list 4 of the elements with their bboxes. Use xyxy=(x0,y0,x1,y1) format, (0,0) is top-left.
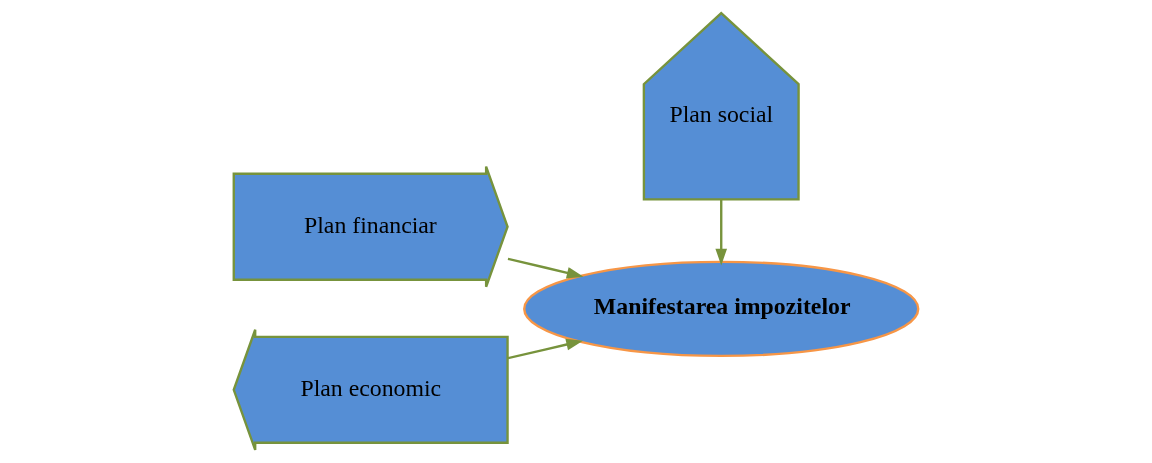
arrow xyxy=(507,257,584,279)
arrow xyxy=(715,199,728,266)
arrow xyxy=(507,338,583,360)
node-ellipse: Manifestarea impozitelor xyxy=(523,260,920,358)
